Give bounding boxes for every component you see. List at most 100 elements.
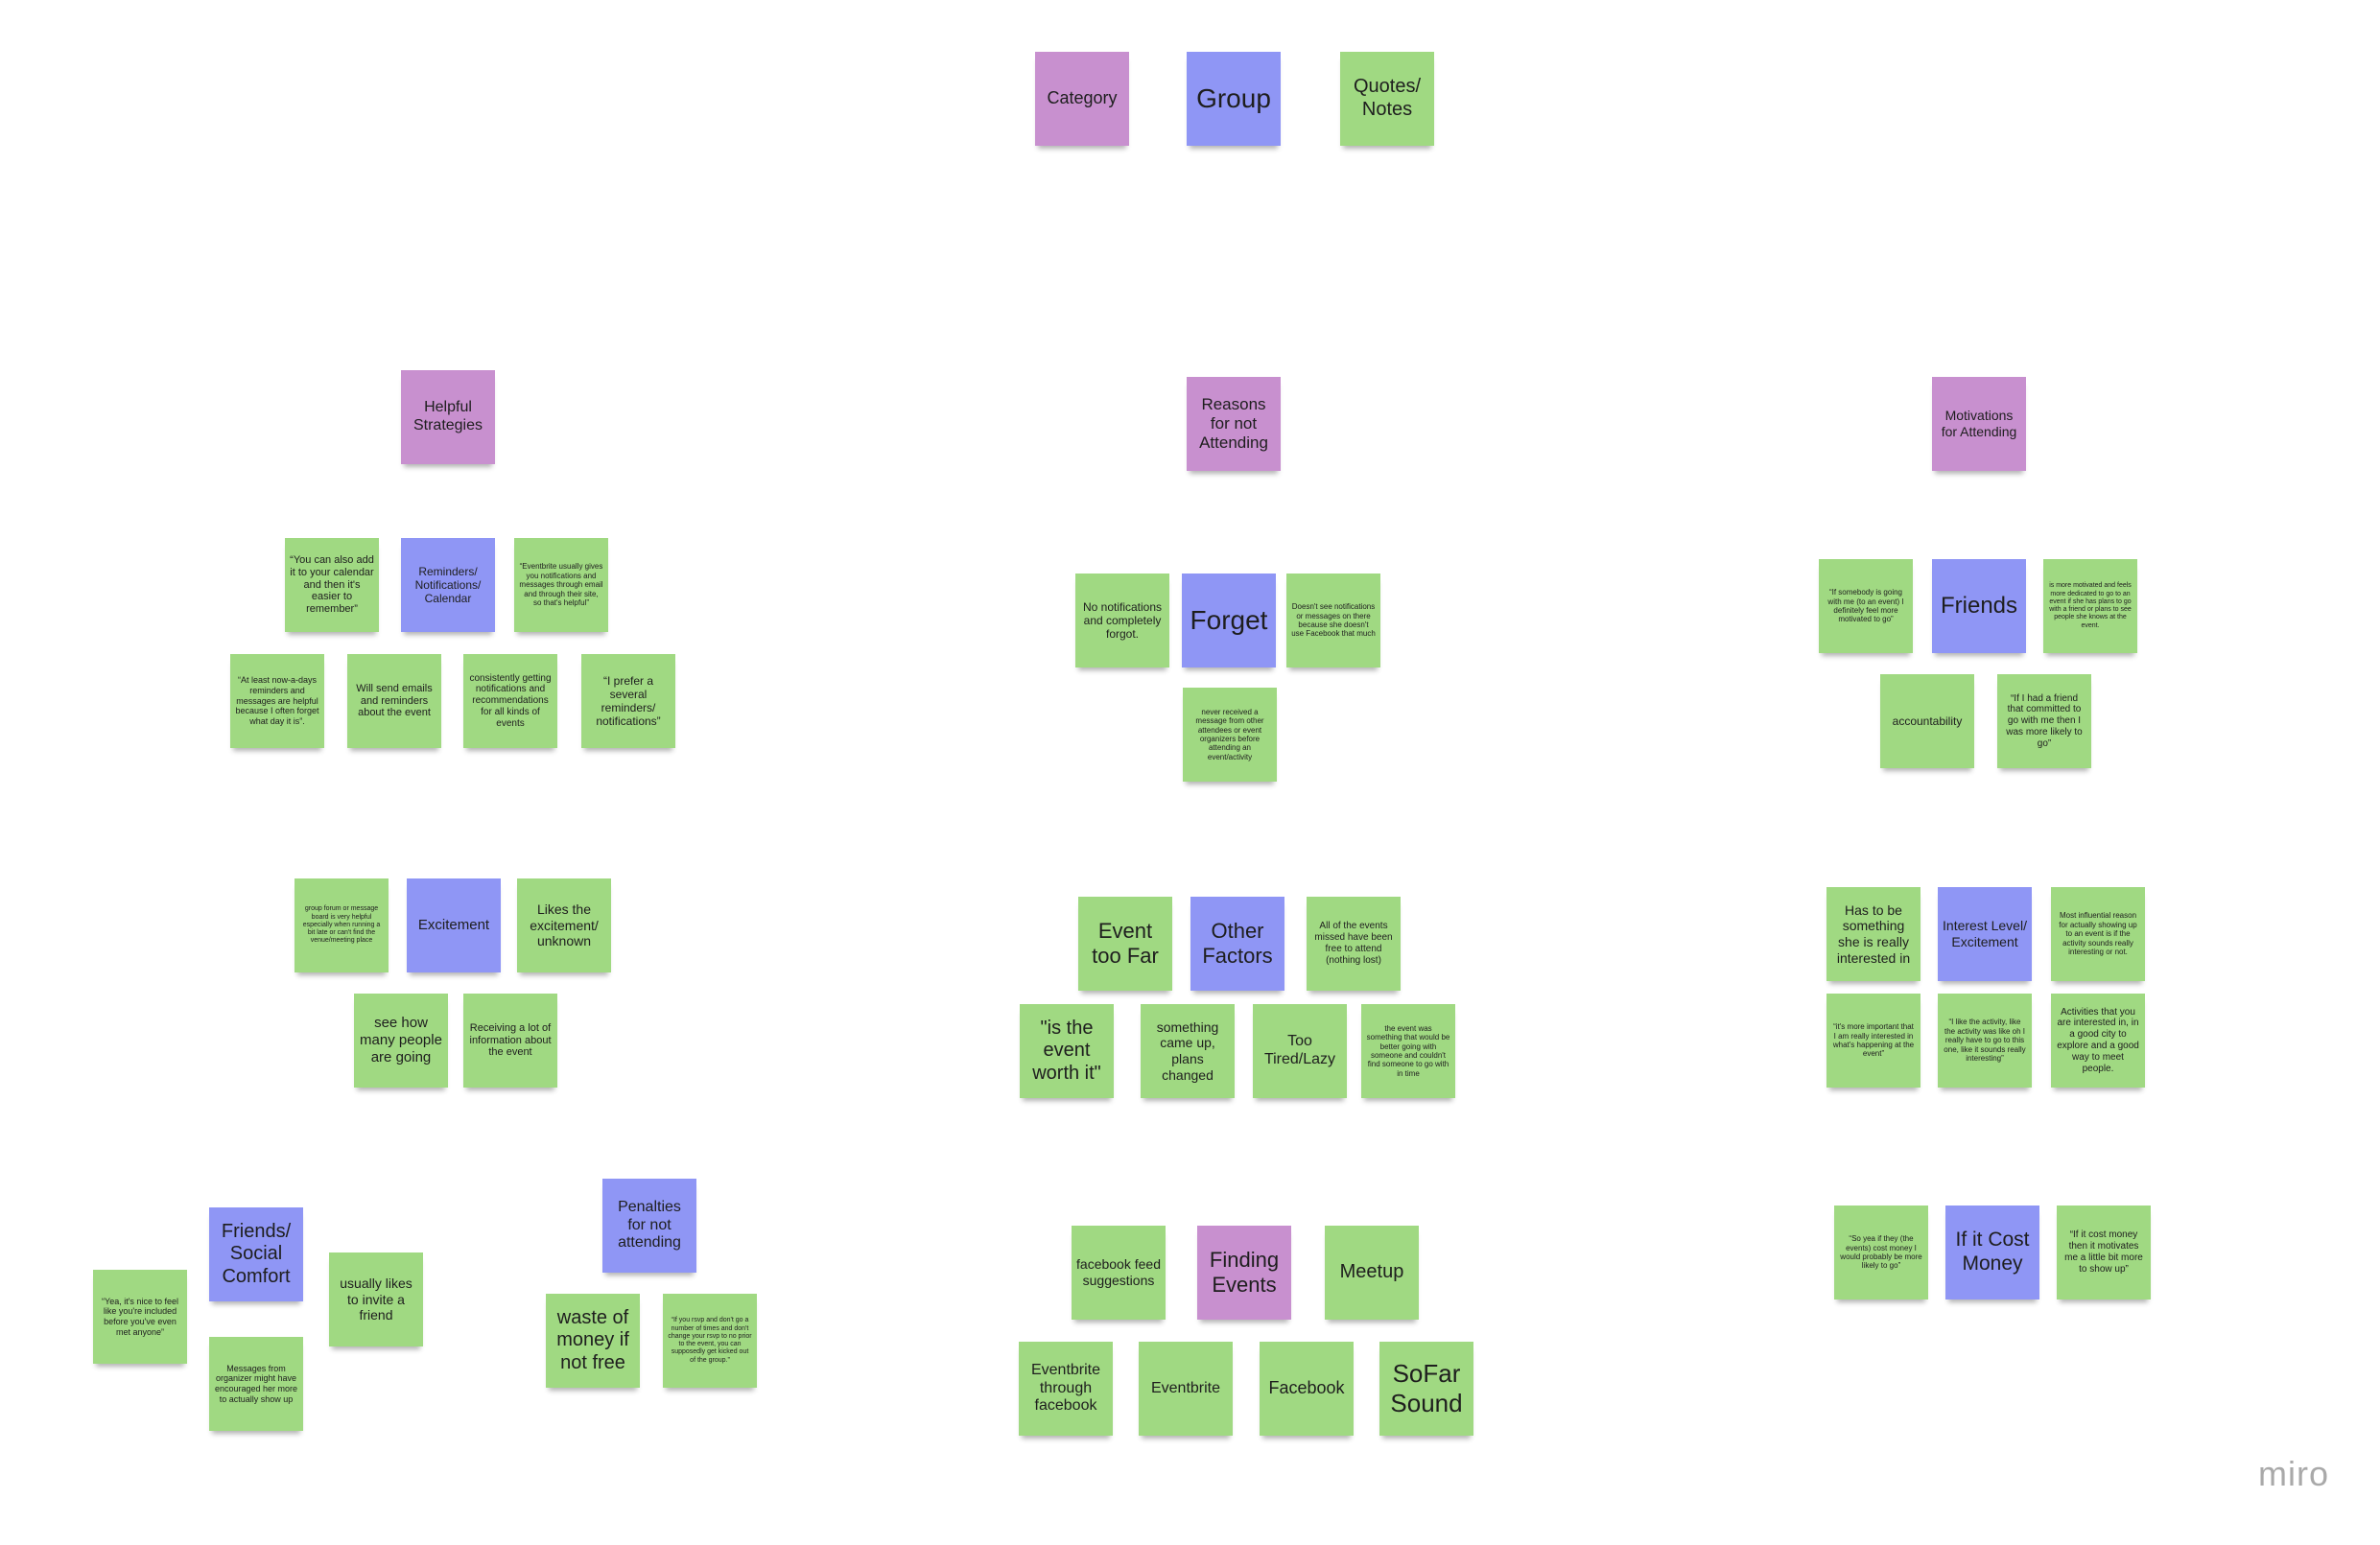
quote-note[interactable]: the event was something that would be be… — [1361, 1004, 1455, 1098]
legend-group-sticky[interactable]: Group — [1187, 52, 1281, 146]
category-helpful-strategies[interactable]: Helpful Strategies — [401, 370, 495, 464]
sticky-text: Motivations for Attending — [1941, 408, 2017, 439]
sticky-text: is more motivated and feels more dedicat… — [2049, 582, 2132, 629]
sticky-text: group forum or message board is very hel… — [302, 905, 381, 945]
sticky-text: “it's more important that I am really in… — [1832, 1022, 1915, 1059]
group-excitement[interactable]: Excitement — [407, 878, 501, 972]
sticky-text: Friends — [1940, 592, 2018, 619]
sticky-text: Most influential reason for actually sho… — [2059, 911, 2137, 957]
quote-note[interactable]: Doesn't see notifications or messages on… — [1286, 574, 1380, 667]
quote-note[interactable]: “If somebody is going with me (to an eve… — [1819, 559, 1913, 653]
sticky-text: Reasons for not Attending — [1199, 394, 1268, 453]
group-reminders-notifications-calendar[interactable]: Reminders/ Notifications/ Calendar — [401, 538, 495, 632]
quote-note[interactable]: Event too Far — [1078, 897, 1172, 991]
category-motivations-for-attending[interactable]: Motivations for Attending — [1932, 377, 2026, 471]
group-forget[interactable]: Forget — [1182, 574, 1276, 667]
sticky-text: SoFar Sound — [1390, 1359, 1463, 1417]
quote-note[interactable]: SoFar Sound — [1379, 1342, 1473, 1436]
sticky-text: Facebook — [1268, 1378, 1345, 1398]
quote-note[interactable]: No notifications and completely forgot. — [1075, 574, 1169, 667]
quote-note[interactable]: "is the event worth it" — [1020, 1004, 1114, 1098]
sticky-text: Messages from organizer might have encou… — [214, 1363, 298, 1404]
group-interest-level-excitement[interactable]: Interest Level/ Excitement — [1938, 887, 2032, 981]
legend-quotes-notes-sticky[interactable]: Quotes/ Notes — [1340, 52, 1434, 146]
sticky-text: accountability — [1892, 714, 1963, 728]
sticky-text: Will send emails and reminders about the… — [356, 682, 433, 719]
sticky-text: Too Tired/Lazy — [1263, 1033, 1336, 1067]
miro-logo: miro — [2258, 1454, 2329, 1493]
quote-note[interactable]: “So yea if they (the events) cost money … — [1834, 1206, 1928, 1299]
sticky-text: “If somebody is going with me (to an eve… — [1827, 588, 1904, 624]
quote-note[interactable]: accountability — [1880, 674, 1974, 768]
sticky-text: “If you rsvp and don't go a number of ti… — [668, 1317, 752, 1364]
quote-note[interactable]: Messages from organizer might have encou… — [209, 1337, 303, 1431]
sticky-text: “I prefer a several reminders/ notificat… — [596, 673, 661, 729]
quote-note[interactable]: group forum or message board is very hel… — [295, 878, 389, 972]
sticky-text: usually likes to invite a friend — [340, 1276, 412, 1323]
quote-note[interactable]: consistently getting notifications and r… — [463, 654, 557, 748]
quote-note[interactable]: Facebook — [1260, 1342, 1354, 1436]
group-friends-social-comfort[interactable]: Friends/ Social Comfort — [209, 1207, 303, 1301]
sticky-text: “Eventbrite usually gives you notificati… — [519, 562, 603, 608]
quote-note[interactable]: Eventbrite through facebook — [1019, 1342, 1113, 1436]
quote-note[interactable]: Activities that you are interested in, i… — [2051, 994, 2145, 1088]
group-if-it-cost-money[interactable]: If it Cost Money — [1945, 1206, 2039, 1299]
quote-note[interactable]: “If you rsvp and don't go a number of ti… — [663, 1294, 757, 1388]
quote-note[interactable]: is more motivated and feels more dedicat… — [2043, 559, 2137, 653]
quote-note[interactable]: “it's more important that I am really in… — [1826, 994, 1920, 1088]
sticky-text: Meetup — [1339, 1261, 1404, 1283]
sticky-text: “If I had a friend that committed to go … — [2006, 692, 2083, 749]
sticky-text: Group — [1196, 83, 1271, 114]
quote-note[interactable]: Eventbrite — [1139, 1342, 1233, 1436]
quote-note[interactable]: usually likes to invite a friend — [329, 1252, 423, 1346]
sticky-text: waste of money if not free — [556, 1306, 629, 1373]
sticky-text: Friends/ Social Comfort — [221, 1220, 292, 1287]
sticky-text: “Yea, it's nice to feel like you're incl… — [102, 1296, 178, 1337]
quote-note[interactable]: Receiving a lot of information about the… — [463, 994, 557, 1088]
category-finding-events[interactable]: Finding Events — [1197, 1226, 1291, 1320]
quote-note[interactable]: never received a message from other atte… — [1183, 688, 1277, 782]
quote-note[interactable]: Will send emails and reminders about the… — [347, 654, 441, 748]
sticky-text: Penalties for not attending — [618, 1198, 681, 1252]
quote-note[interactable]: “At least now-a-days reminders and messa… — [230, 654, 324, 748]
quote-note[interactable]: Most influential reason for actually sho… — [2051, 887, 2145, 981]
sticky-text: Excitement — [417, 917, 490, 934]
sticky-text: Category — [1047, 88, 1118, 108]
sticky-text: Event too Far — [1092, 919, 1159, 968]
quote-note[interactable]: “I like the activity, like the activity … — [1938, 994, 2032, 1088]
quote-note[interactable]: Likes the excitement/ unknown — [517, 878, 611, 972]
sticky-text: Other Factors — [1202, 919, 1273, 968]
quote-note[interactable]: Too Tired/Lazy — [1253, 1004, 1347, 1098]
quote-note[interactable]: Has to be something she is really intere… — [1826, 887, 1920, 981]
quote-note[interactable]: see how many people are going — [354, 994, 448, 1088]
legend-category-sticky[interactable]: Category — [1035, 52, 1129, 146]
category-reasons-for-not-attending[interactable]: Reasons for not Attending — [1187, 377, 1281, 471]
sticky-text: “You can also add it to your calendar an… — [290, 553, 374, 616]
group-other-factors[interactable]: Other Factors — [1190, 897, 1284, 991]
sticky-text: Helpful Strategies — [412, 399, 483, 433]
quote-note[interactable]: All of the events missed have been free … — [1307, 897, 1401, 991]
quote-note[interactable]: “If it cost money then it motivates me a… — [2057, 1206, 2151, 1299]
sticky-text: consistently getting notifications and r… — [469, 672, 552, 729]
quote-note[interactable]: “Eventbrite usually gives you notificati… — [514, 538, 608, 632]
sticky-text: Likes the excitement/ unknown — [530, 901, 599, 949]
quote-note[interactable]: Meetup — [1325, 1226, 1419, 1320]
quote-note[interactable]: “If I had a friend that committed to go … — [1997, 674, 2091, 768]
sticky-text: “I like the activity, like the activity … — [1944, 1018, 2026, 1064]
group-friends[interactable]: Friends — [1932, 559, 2026, 653]
sticky-text: “So yea if they (the events) cost money … — [1840, 1234, 1922, 1271]
quote-note[interactable]: something came up, plans changed — [1141, 1004, 1235, 1098]
quote-note[interactable]: “I prefer a several reminders/ notificat… — [581, 654, 675, 748]
sticky-text: Finding Events — [1209, 1248, 1280, 1297]
quote-note[interactable]: waste of money if not free — [546, 1294, 640, 1388]
group-penalties-for-not-attending[interactable]: Penalties for not attending — [602, 1179, 696, 1273]
sticky-text: If it Cost Money — [1955, 1229, 2030, 1275]
quote-note[interactable]: facebook feed suggestions — [1072, 1226, 1166, 1320]
sticky-text: “At least now-a-days reminders and messa… — [235, 675, 319, 726]
sticky-text: Receiving a lot of information about the… — [469, 1021, 552, 1059]
sticky-text: never received a message from other atte… — [1195, 707, 1264, 761]
quote-note[interactable]: “You can also add it to your calendar an… — [285, 538, 379, 632]
sticky-text: Quotes/ Notes — [1353, 76, 1422, 120]
sticky-text: All of the events missed have been free … — [1314, 921, 1393, 966]
quote-note[interactable]: “Yea, it's nice to feel like you're incl… — [93, 1270, 187, 1364]
